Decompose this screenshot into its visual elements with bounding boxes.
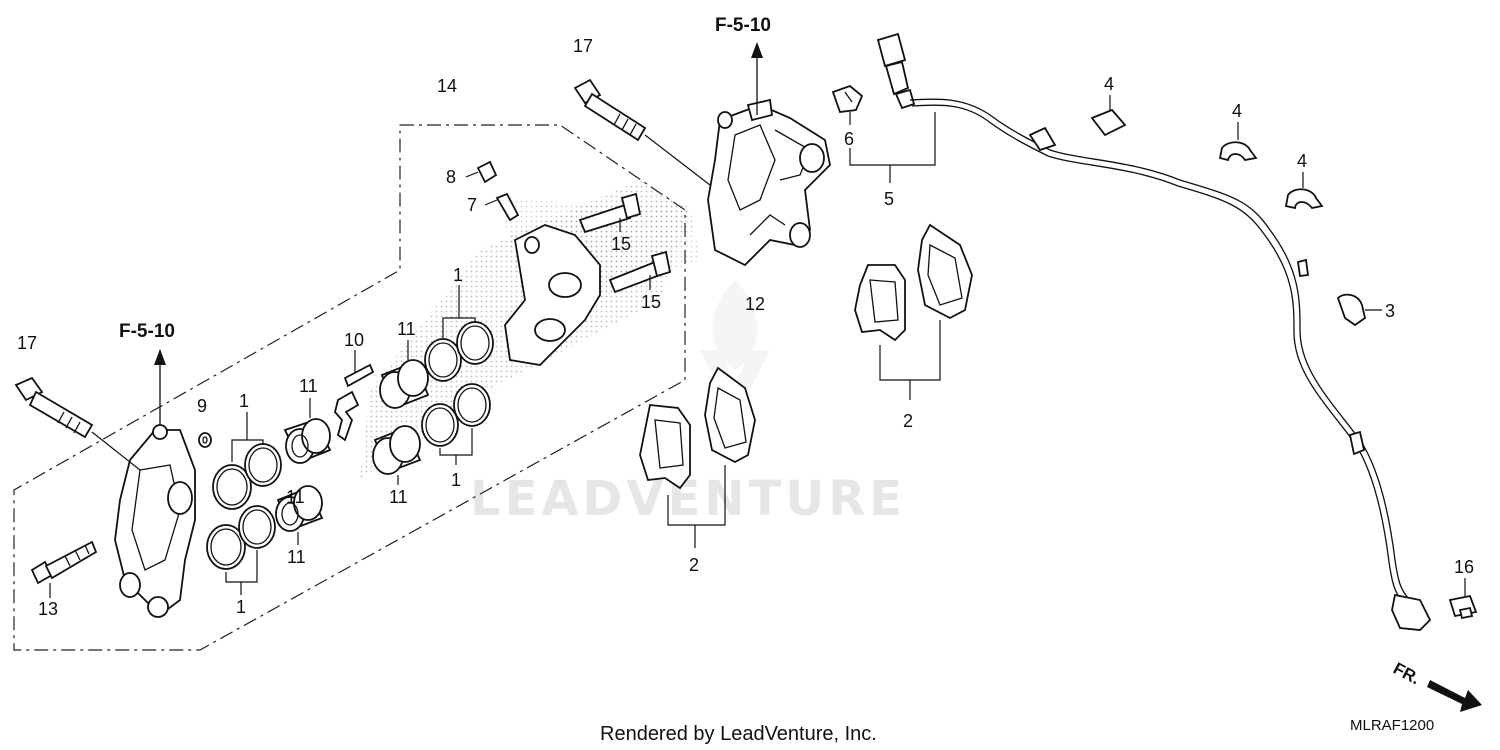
reference-label-top: F-5-10 — [715, 15, 771, 36]
pads-2-lower — [639, 366, 756, 548]
callout-11-right-upper: 11 — [397, 319, 416, 339]
callout-4b: 4 — [1232, 101, 1242, 121]
callout-14: 14 — [437, 76, 457, 96]
callout-4a: 4 — [1104, 74, 1114, 94]
bolt-17-left — [14, 376, 141, 471]
ref-arrow-left — [154, 349, 166, 430]
front-direction-arrow: FR. — [1390, 659, 1482, 712]
bolt-15a — [578, 192, 642, 234]
callout-17-top: 17 — [573, 36, 593, 56]
washer-9 — [198, 432, 212, 448]
callout-11-right-lower: 11 — [389, 487, 408, 507]
bolt-16 — [1448, 578, 1478, 620]
callout-1-right-lower: 1 — [451, 470, 461, 490]
callout-3: 3 — [1385, 301, 1395, 321]
pin-10 — [334, 350, 375, 442]
callout-5: 5 — [884, 189, 894, 209]
caliper-half-inner — [504, 224, 601, 366]
clip-6 — [831, 84, 864, 125]
callout-16: 16 — [1454, 557, 1474, 577]
cap-8 — [465, 160, 498, 184]
seals-1-right-lower — [421, 383, 491, 465]
callout-1-right-upper: 1 — [453, 265, 463, 285]
piston-11-left-lower — [275, 485, 324, 545]
callout-7: 7 — [467, 195, 477, 215]
callout-9: 9 — [197, 396, 207, 416]
callout-15-upper: 15 — [611, 234, 631, 254]
piston-11-left-upper — [283, 398, 332, 464]
callout-11-left-upper: 11 — [299, 376, 318, 396]
sensor-connector-5 — [849, 32, 936, 183]
footer-credit: Rendered by LeadVenture, Inc. — [600, 723, 877, 745]
piston-11-right-lower — [372, 425, 422, 485]
callout-2-lower: 2 — [689, 555, 699, 575]
caliper-left — [114, 424, 196, 618]
watermark-text: LEADVENTURE — [470, 471, 906, 527]
clip-3 — [1336, 293, 1382, 327]
caliper-12 — [707, 98, 831, 267]
callout-12: 12 — [745, 294, 765, 314]
pads-2-right — [854, 223, 973, 400]
seals-1-left-lower — [206, 505, 276, 595]
callout-11-left-lower: 11 — [287, 547, 306, 567]
callout-11-left-mid: 11 — [286, 487, 305, 507]
clamp-4b — [1218, 122, 1258, 162]
clamp-4a — [1090, 95, 1127, 137]
callout-15-lower: 15 — [641, 292, 661, 312]
clamp-4c — [1284, 172, 1324, 210]
bleed-valve-7 — [484, 192, 520, 222]
reference-label-left: F-5-10 — [119, 321, 175, 342]
bolt-13 — [30, 540, 98, 598]
assembly-boundary — [13, 124, 686, 651]
diagram-code: MLRAF1200 — [1350, 717, 1434, 734]
callout-2-right: 2 — [903, 411, 913, 431]
callout-17-left: 17 — [17, 333, 37, 353]
front-direction-label: FR. — [1390, 659, 1423, 689]
callout-1-left-upper: 1 — [239, 391, 249, 411]
bolt-17-top — [573, 78, 711, 186]
seals-1-left-upper — [212, 412, 282, 510]
callout-13: 13 — [38, 599, 58, 619]
callout-1-left-lower: 1 — [236, 597, 246, 617]
callout-6: 6 — [844, 129, 854, 149]
piston-11-right-upper — [379, 340, 430, 410]
bolt-15b — [608, 250, 672, 294]
sensor-cable — [909, 98, 1432, 631]
ref-arrow-top — [751, 42, 763, 115]
callout-8: 8 — [446, 167, 456, 187]
callout-4c: 4 — [1297, 151, 1307, 171]
seals-1-right-upper — [424, 285, 494, 382]
callout-10: 10 — [344, 330, 364, 350]
